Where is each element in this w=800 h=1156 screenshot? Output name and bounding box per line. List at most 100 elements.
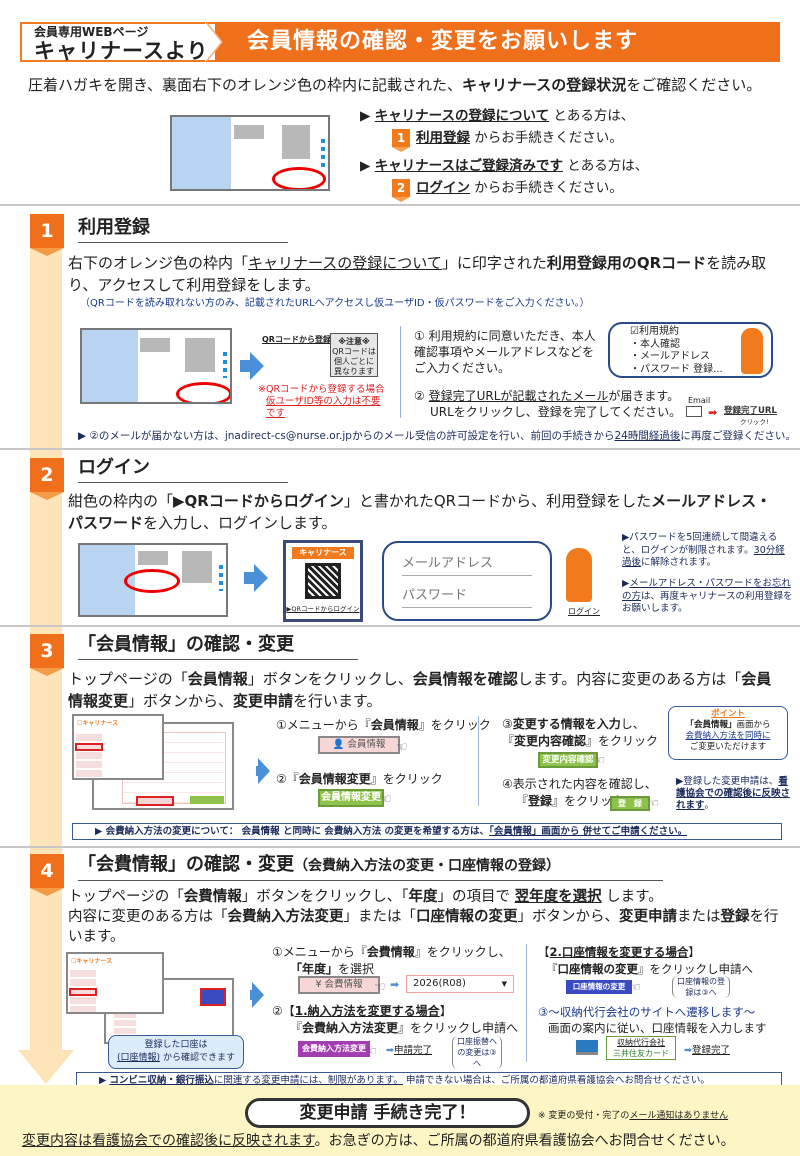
section-title-4: 「会費情報」の確認・変更（会費納入方法の変更・口座情報の登録） [78,853,663,881]
step-number-3: 3 [30,634,64,676]
menu-screenshot: ☐キャリナース [72,714,164,780]
member-info-change-button[interactable]: 会員情報変更 [318,789,384,807]
s1-step2-link: 登録完了URLが記載されたメール [428,389,609,403]
s3-note: ▶登録した変更申請は、看護協会での確認後に反映されます。 [676,776,791,811]
postcard-thumbnail-s1 [80,328,232,404]
fee-info-button[interactable]: ¥ 会費情報 [298,976,380,994]
header-badge: 会員専用WEBページ キャリナースより [20,22,215,63]
right-arrow-icon [254,564,268,592]
s3-step3: ③変更する情報を入力し、『変更内容確認』をクリック [502,717,659,748]
bracket-note-2: 口座情報の登録は③へ [672,976,730,998]
s4-step2: ②【1.納入方法を変更する場合】 『会費納入方法変更』をクリックし申請へ [272,1004,519,1035]
section-4-body: トップページの「会費情報」ボタンをクリックし、「年度」の項目で 翌年度を選択 し… [68,889,779,945]
qr-register-label: QRコードから登録 [262,335,331,344]
pointer-hand-icon: ☜ [380,792,392,807]
login-form-bubble: メールアドレス パスワード [382,541,552,621]
intro-text: 圧着ハガキを開き、裏面右下のオレンジ色の枠内に記載された、キャリナースの登録状況… [28,76,762,94]
postcard-thumbnail [170,115,330,191]
qr-warning: ※QRコードから登録する場合 仮ユーザID等の入力は不要です [258,384,385,419]
divider [0,846,800,848]
qr-code-icon [305,563,341,599]
bracket-note-1: 口座振替への変更は③へ [452,1036,502,1069]
divider [0,448,800,450]
pointer-hand-icon: ☜ [366,1044,377,1058]
right-arrow-icon [250,352,264,380]
account-bubble: 登録した口座は (口座情報) から確認できます [108,1035,244,1069]
pointer-hand-icon: ☜ [396,740,408,755]
apply-done-link: ➡申請完了 [386,1045,432,1056]
pointer-hand-icon: ☜ [648,796,659,810]
divider [0,625,800,627]
register-done-link: ➡登録完了 [684,1045,730,1056]
s4-case2: 【2.口座情報を変更する場合】 『口座情報の変更』をクリックし申請へ [538,945,753,976]
payment-agency-box: 収納代行会社 三井住友カード [606,1036,676,1060]
header-small-text: 会員専用WEBページ [34,25,149,39]
checklist-box: ☑利用規約 ・本人確認 ・メールアドレス ・パスワード 登録... [608,322,773,378]
s1-step2: ② 登録完了URLが記載されたメールが届きます。 URLをクリックし、登録を完了… [414,389,682,419]
click-label: クリック! [740,418,769,426]
s3-step4: ④表示された内容を確認し、 『登録』をクリック [502,777,657,808]
qr-login-caption[interactable]: ▶QRコードからログイン [286,605,360,613]
completion-pill: 変更申請 手続き完了！ [245,1098,530,1128]
page-title: 会員情報の確認・変更をお願いします [215,22,780,62]
s4-step1: ①メニューから『会費情報』をクリックし、 「年度」を選択 [272,945,511,976]
nurse-illustration-icon [566,548,592,602]
step-number-4: 4 [30,854,64,896]
s4-step3: ③～収納代行会社のサイトへ遷移します～ 画面の案内に従い、口座情報を入力します [538,1005,767,1035]
step-number-2: 2 [30,458,64,500]
link-registration[interactable]: 利用登録 [416,130,470,146]
divider [0,204,800,206]
email-label: Email [688,396,711,405]
section-title-3: 「会員情報」の確認・変更 [78,633,358,660]
login-link[interactable]: ログイン [568,607,600,616]
account-info-change-button[interactable]: 口座情報の変更 [566,980,632,994]
section-1-note: （QRコードを読み取れない方のみ、記載されたURLへアクセスし仮ユーザID・仮パ… [80,298,590,309]
qr-caution-box: ※注意※ QRコードは個人ごとに異なります [330,333,378,377]
header-big-text: キャリナースより [34,39,209,63]
section-title-2: ログイン [78,456,288,483]
case2-line: ▶ キャリナースはご登録済みです とある方は、 [360,158,649,174]
email-field[interactable]: メールアドレス [402,553,532,576]
s2-note-1: ▶パスワードを5回連続して間違えると、ログインが制限されます。30分経過後に解除… [622,532,785,568]
arrow-stem [240,360,250,372]
pointer-hand-icon: ☜ [594,753,605,767]
pointer-hand-icon: ☜ [630,980,641,994]
s1-step1: ① 利用規約に同意いただき、本人確認事項やメールアドレスなどをご入力ください。 [414,329,596,375]
section-1-body: 右下のオレンジ色の枠内「キャリナースの登録について」に印字された利用登録用のQR… [68,254,767,294]
confirm-changes-button[interactable]: 変更内容確認 [538,752,598,768]
header-chevron [205,22,221,62]
password-field[interactable]: パスワード [402,585,532,608]
red-arrow-icon: ➡ [708,406,718,419]
s3-step1: ①メニューから『会員情報』をクリック [276,718,491,732]
register-button[interactable]: 登 録 [610,796,650,811]
completion-note: ※ 変更の受付・完了のメール通知はありません [538,1111,729,1121]
right-arrow-icon [258,758,270,784]
link-login[interactable]: ログイン [416,180,470,196]
pointer-hand-icon: ☜ [374,980,386,995]
s3-step2: ②『会員情報変更』をクリック [276,772,443,786]
separator [526,944,527,1062]
footer-text: 変更内容は看護協会での確認後に反映されます。お急ぎの方は、ご所属の都道府県看護協… [22,1133,735,1149]
right-arrow-icon [252,982,264,1008]
postcard-thumbnail-s2 [78,543,228,617]
laptop-icon [576,1040,598,1055]
s3-payment-note: ▶ 会費納入方法の変更について： 会員情報 と同時に 会費納入方法 の変更を希望… [72,823,782,840]
section-2-body: 紺色の枠内の「▶QRコードからログイン」と書かれたQRコードから、利用登録をした… [68,492,772,532]
separator [478,716,479,806]
nurse-illustration-icon [741,328,763,374]
member-info-button[interactable]: 👤 会員情報 [318,736,400,754]
payment-method-change-button[interactable]: 会費納入方法変更 [298,1041,370,1057]
year-select[interactable]: 2026(R08)▼ [406,975,514,993]
separator [400,326,401,418]
chevron-down-icon: ▼ [501,980,507,988]
envelope-icon [686,406,702,417]
section-title-1: 利用登録 [78,216,288,243]
right-arrow-small-icon: ➡ [390,978,400,991]
s2-note-2: ▶メールアドレス・パスワードをお忘れの方は、再度キャリナースの利用登録をお願いし… [622,578,793,614]
qr-login-card: キャリナース ▶QRコードからログイン [283,540,363,622]
registration-url-link[interactable]: 登録完了URL [724,406,777,416]
step-number-1: 1 [30,214,64,256]
down-arrow-icon [18,1050,74,1084]
